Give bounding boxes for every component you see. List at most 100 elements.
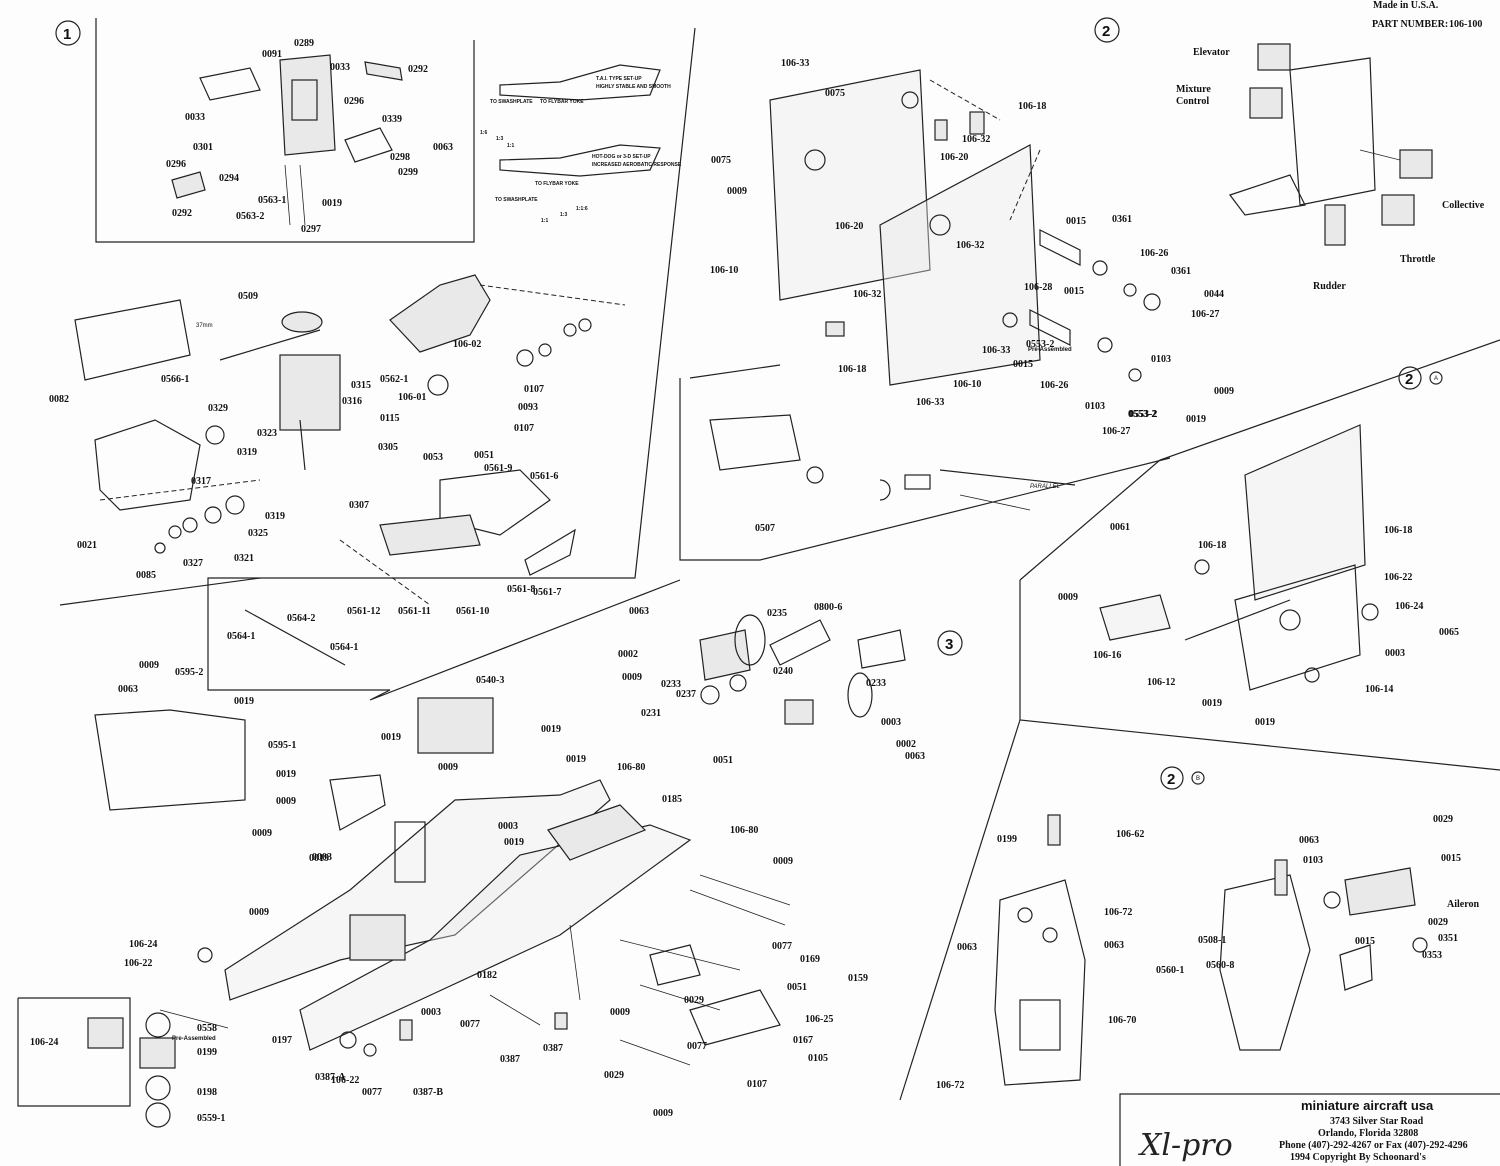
part-number-label: 106-10 xyxy=(953,379,981,390)
part-number-label: 0091 xyxy=(262,49,282,60)
part-number-label: 0003 xyxy=(421,1007,441,1018)
mixture-label: Mixture xyxy=(1176,84,1211,95)
part-number-label: 0297 xyxy=(301,224,321,235)
part-number-label: 106-16 xyxy=(1093,650,1121,661)
part-number-label: 0107 xyxy=(747,1079,767,1090)
part-number-label: 0169 xyxy=(800,954,820,965)
part-number-label: 0009 xyxy=(653,1108,673,1119)
part-number-label: 0387 xyxy=(543,1043,563,1054)
part-number-label: 0316 xyxy=(342,396,362,407)
part-number-label: 106-28 xyxy=(1024,282,1052,293)
part-number-label: 0564-1 xyxy=(227,631,255,642)
part-number-label: 0559-1 xyxy=(197,1113,225,1124)
part-number-label: 106-22 xyxy=(124,958,152,969)
part-number-label: 0235 xyxy=(767,608,787,619)
part-number-label: 0009 xyxy=(1214,386,1234,397)
section-2-number: 2 xyxy=(1102,23,1110,40)
part-number-label: 0103 xyxy=(1085,401,1105,412)
part-number-label: 0021 xyxy=(77,540,97,551)
part-number-label: 106-20 xyxy=(835,221,863,232)
part-number-label: 0009 xyxy=(610,1007,630,1018)
part-number-label: 0019 xyxy=(234,696,254,707)
part-number-label: 0321 xyxy=(234,553,254,564)
part-number-label: 0319 xyxy=(265,511,285,522)
part-number-label: 0560-8 xyxy=(1206,960,1234,971)
pre-assembled-2: Pre-Assembled xyxy=(172,1036,216,1042)
part-number-label: 0015 xyxy=(1441,853,1461,864)
rudder-label: Rudder xyxy=(1313,281,1346,292)
part-number-label: 0051 xyxy=(713,755,733,766)
part-number-label: 0019 xyxy=(1202,698,1222,709)
part-number-label: 0019 xyxy=(566,754,586,765)
part-number-label: 0296 xyxy=(166,159,186,170)
part-number-label: 0561-12 xyxy=(347,606,380,617)
part-number-label: 0003 xyxy=(498,821,518,832)
section-2a-number: 2 xyxy=(1405,371,1413,388)
part-number-label: 0351 xyxy=(1438,933,1458,944)
part-number-label: 0077 xyxy=(687,1041,707,1052)
section-1-marker xyxy=(55,20,81,46)
part-number-label: 0595-1 xyxy=(268,740,296,751)
part-number-label: 0561-10 xyxy=(456,606,489,617)
part-number-label: 0237 xyxy=(676,689,696,700)
servo-callouts: Elevator Mixture Control Collective Thro… xyxy=(1176,47,1485,910)
setup2-title: HOT-DOG or 3-D SET-UP xyxy=(592,154,651,160)
linkage-detail-inset: PARALLEL xyxy=(709,414,1076,511)
part-number-label: 106-72 xyxy=(936,1080,964,1091)
part-number-label: 0562-1 xyxy=(380,374,408,385)
control-label: Control xyxy=(1176,96,1209,107)
part-number-label: 0063 xyxy=(1104,940,1124,951)
part-number-label: 0009 xyxy=(773,856,793,867)
part-number-label: 0009 xyxy=(249,907,269,918)
part-number-label: 0019 xyxy=(381,732,401,743)
parallel-label: PARALLEL xyxy=(1030,484,1060,490)
part-number-label: 106-24 xyxy=(129,939,157,950)
part-number-label: 0033 xyxy=(330,62,350,73)
model-script: Xl-pro xyxy=(1138,1128,1233,1163)
part-number-label: 106-02 xyxy=(453,339,481,350)
part-number-label: 0563-2 xyxy=(236,211,264,222)
part-number-label: 0509 xyxy=(238,291,258,302)
part-number-label: 0063 xyxy=(433,142,453,153)
section-markers: 1 2 2 A 2 B 3 xyxy=(55,17,1443,790)
part-number-label: 0019 xyxy=(504,837,524,848)
part-number-label: 0294 xyxy=(219,173,239,184)
part-number-label: 106-20 xyxy=(940,152,968,163)
section-2a-marker xyxy=(1398,366,1422,390)
elevator-label: Elevator xyxy=(1193,47,1230,58)
part-number-label: 0353 xyxy=(1422,950,1442,961)
part-number-label: 106-10 xyxy=(710,265,738,276)
aileron-label: Aileron xyxy=(1447,899,1479,910)
part-number-label: 0015 xyxy=(1064,286,1084,297)
part-number-label: 0029 xyxy=(684,995,704,1006)
main-frame-assembly xyxy=(94,697,791,1066)
setup1-desc: HIGHLY STABLE AND SMOOTH xyxy=(596,84,671,90)
part-number-value: 106-100 xyxy=(1449,19,1482,30)
part-number-label: 106-80 xyxy=(730,825,758,836)
part-number-label: 0029 xyxy=(1428,917,1448,928)
part-number-label: 0029 xyxy=(1433,814,1453,825)
part-number-label: 0561-11 xyxy=(398,606,431,617)
section-2b-sub-letter: B xyxy=(1196,776,1200,782)
part-number-label: 0233 xyxy=(866,678,886,689)
part-number-label: 0051 xyxy=(787,982,807,993)
part-number-label: 0085 xyxy=(136,570,156,581)
part-number-label: 0182 xyxy=(477,970,497,981)
part-number-label: 0323 xyxy=(257,428,277,439)
part-number-label: 0508-1 xyxy=(1198,935,1226,946)
part-number-label: 106-26 xyxy=(1140,248,1168,259)
servo-installation xyxy=(1229,43,1433,246)
part-number-label: 0082 xyxy=(49,394,69,405)
part-number-label: 0560-1 xyxy=(1156,965,1184,976)
section-3-marker xyxy=(937,630,963,656)
part-number-label: 106-27 xyxy=(1102,426,1130,437)
part-number-label: 0009 xyxy=(276,796,296,807)
part-number-label: 0558 xyxy=(197,1023,217,1034)
to-flybar-yoke-2: TO FLYBAR YOKE xyxy=(535,181,579,187)
part-number-label: 106-18 xyxy=(1198,540,1226,551)
part-number-label: 0319 xyxy=(237,447,257,458)
section-2-marker xyxy=(1094,17,1120,43)
part-number-label: 106-18 xyxy=(838,364,866,375)
